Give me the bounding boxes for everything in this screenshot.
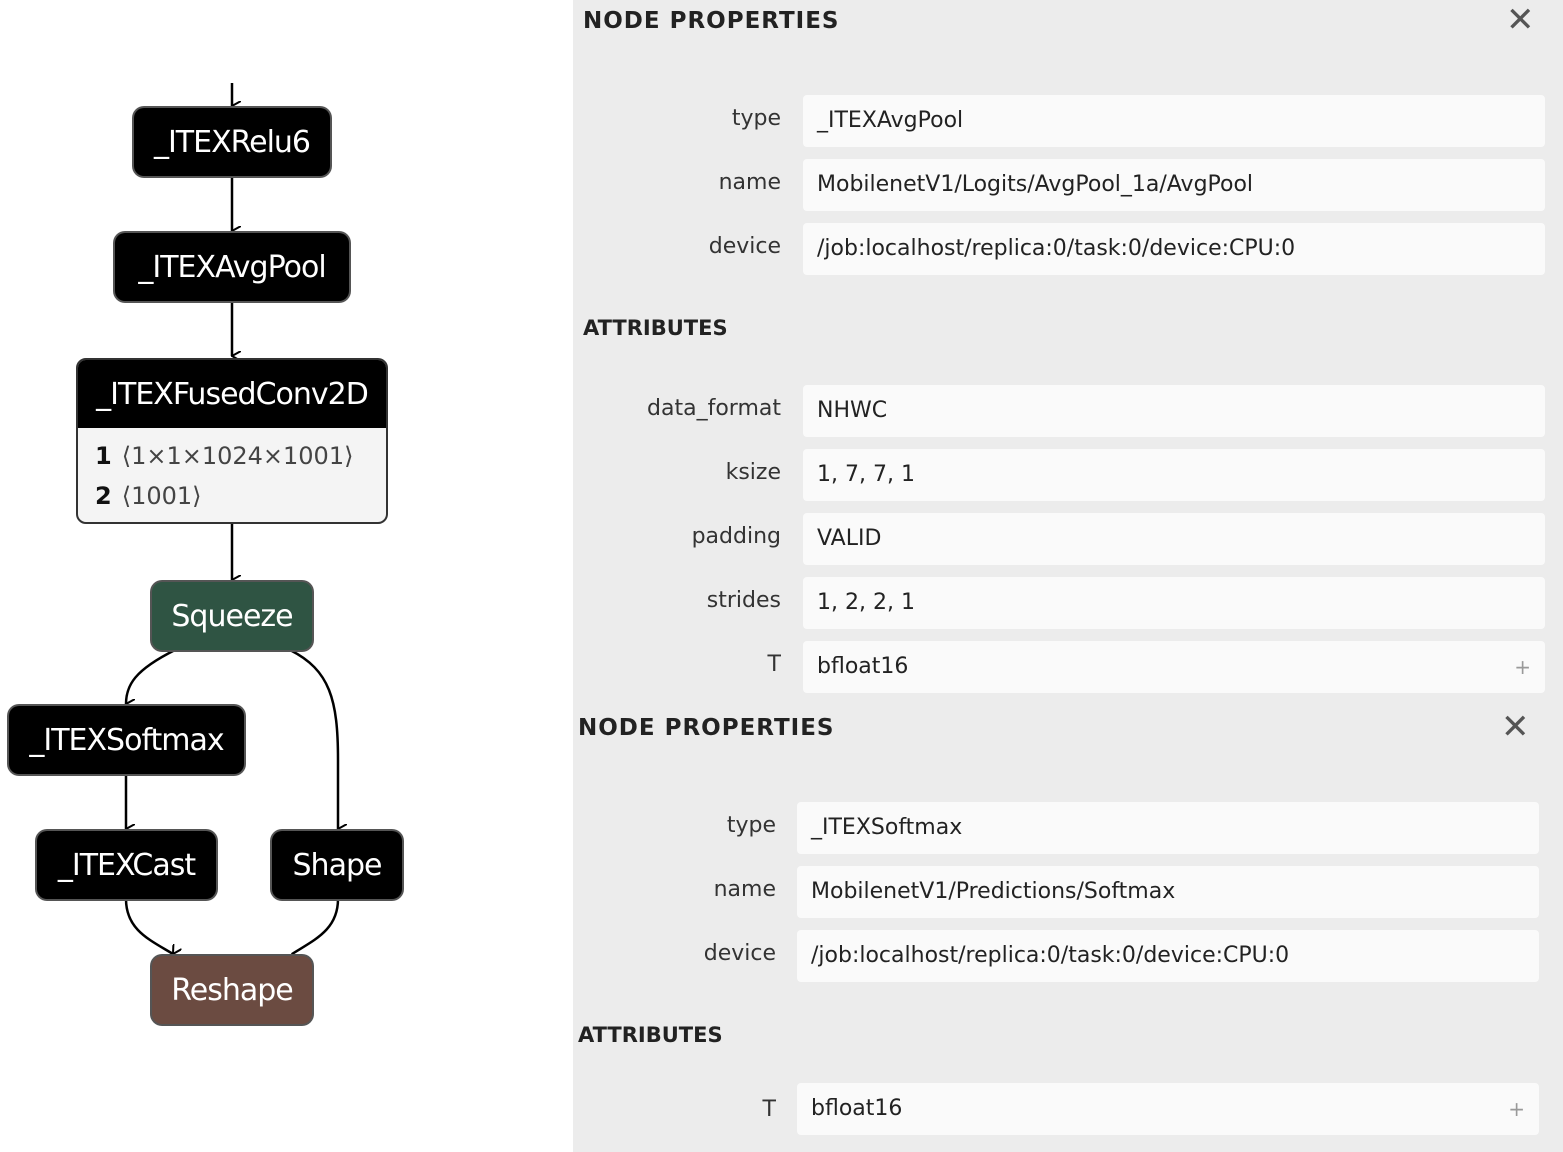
prop-label: type	[731, 106, 781, 131]
strides-field[interactable]: 1, 2, 2, 1	[803, 577, 1545, 629]
input-index: 2	[95, 482, 112, 510]
input-index: 1	[95, 442, 112, 470]
node-squeeze[interactable]: Squeeze	[152, 582, 312, 650]
panel-title: NODE PROPERTIES	[578, 715, 835, 741]
graph-view: _ITEXRelu6 _ITEXAvgPool _ITEXFusedConv2D…	[0, 0, 573, 1152]
node-fused-conv2d[interactable]: _ITEXFusedConv2D 1 ⟨1×1×1024×1001⟩ 2 ⟨1001…	[76, 358, 388, 524]
node-properties-panel-2: NODE PROPERTIES ✕ type _ITEXSoftmax name…	[573, 705, 1563, 1152]
padding-field[interactable]: VALID	[803, 513, 1545, 565]
close-icon[interactable]: ✕	[1506, 0, 1535, 40]
device-field[interactable]: /job:localhost/replica:0/task:0/device:C…	[803, 223, 1545, 275]
node-input-row: 1 ⟨1×1×1024×1001⟩	[78, 436, 386, 476]
prop-label: device	[708, 234, 781, 259]
node-reshape[interactable]: Reshape	[152, 956, 312, 1024]
edge-squeeze-shape	[289, 648, 338, 829]
node-cast[interactable]: _ITEXCast	[37, 831, 216, 899]
attr-label: data_format	[647, 396, 781, 421]
node-softmax[interactable]: _ITEXSoftmax	[9, 706, 244, 774]
attr-label: padding	[691, 524, 781, 549]
node-input-row: 2 ⟨1001⟩	[78, 476, 386, 516]
type-field[interactable]: _ITEXAvgPool	[803, 95, 1545, 147]
attributes-title: ATTRIBUTES	[583, 316, 728, 340]
input-shape: ⟨1×1×1024×1001⟩	[121, 442, 354, 470]
attr-label: strides	[706, 588, 781, 613]
input-shape: ⟨1001⟩	[121, 482, 202, 510]
graph-edges	[124, 83, 573, 1152]
node-relu6[interactable]: _ITEXRelu6	[134, 108, 330, 176]
type-field[interactable]: _ITEXSoftmax	[797, 802, 1539, 854]
prop-label: name	[713, 877, 776, 902]
close-icon[interactable]: ✕	[1501, 707, 1530, 747]
t-value: bfloat16	[817, 654, 909, 679]
attr-label: T	[762, 1097, 776, 1122]
t-field[interactable]: bfloat16 +	[803, 641, 1545, 693]
attr-label: T	[767, 652, 781, 677]
device-field[interactable]: /job:localhost/replica:0/task:0/device:C…	[797, 930, 1539, 982]
ksize-field[interactable]: 1, 7, 7, 1	[803, 449, 1545, 501]
edge-shape-reshape	[292, 898, 340, 954]
panel-title: NODE PROPERTIES	[583, 8, 840, 34]
t-field[interactable]: bfloat16 +	[797, 1083, 1539, 1135]
edge-cast-reshape	[124, 898, 173, 954]
expand-plus-icon[interactable]: +	[1508, 1097, 1525, 1121]
attributes-title: ATTRIBUTES	[578, 1023, 723, 1047]
attr-label: ksize	[725, 460, 781, 485]
data-format-field[interactable]: NHWC	[803, 385, 1545, 437]
prop-label: type	[726, 813, 776, 838]
node-properties-panel-1: NODE PROPERTIES ✕ type _ITEXAvgPool name…	[573, 0, 1563, 705]
name-field[interactable]: MobilenetV1/Logits/AvgPool_1a/AvgPool	[803, 159, 1545, 211]
prop-label: device	[703, 941, 776, 966]
expand-plus-icon[interactable]: +	[1514, 655, 1531, 679]
t-value: bfloat16	[811, 1096, 903, 1121]
edge-squeeze-softmax	[124, 648, 176, 704]
node-shape[interactable]: Shape	[272, 831, 402, 899]
node-avgpool[interactable]: _ITEXAvgPool	[115, 233, 349, 301]
prop-label: name	[718, 170, 781, 195]
name-field[interactable]: MobilenetV1/Predictions/Softmax	[797, 866, 1539, 918]
node-fused-conv2d-title: _ITEXFusedConv2D	[78, 360, 386, 428]
